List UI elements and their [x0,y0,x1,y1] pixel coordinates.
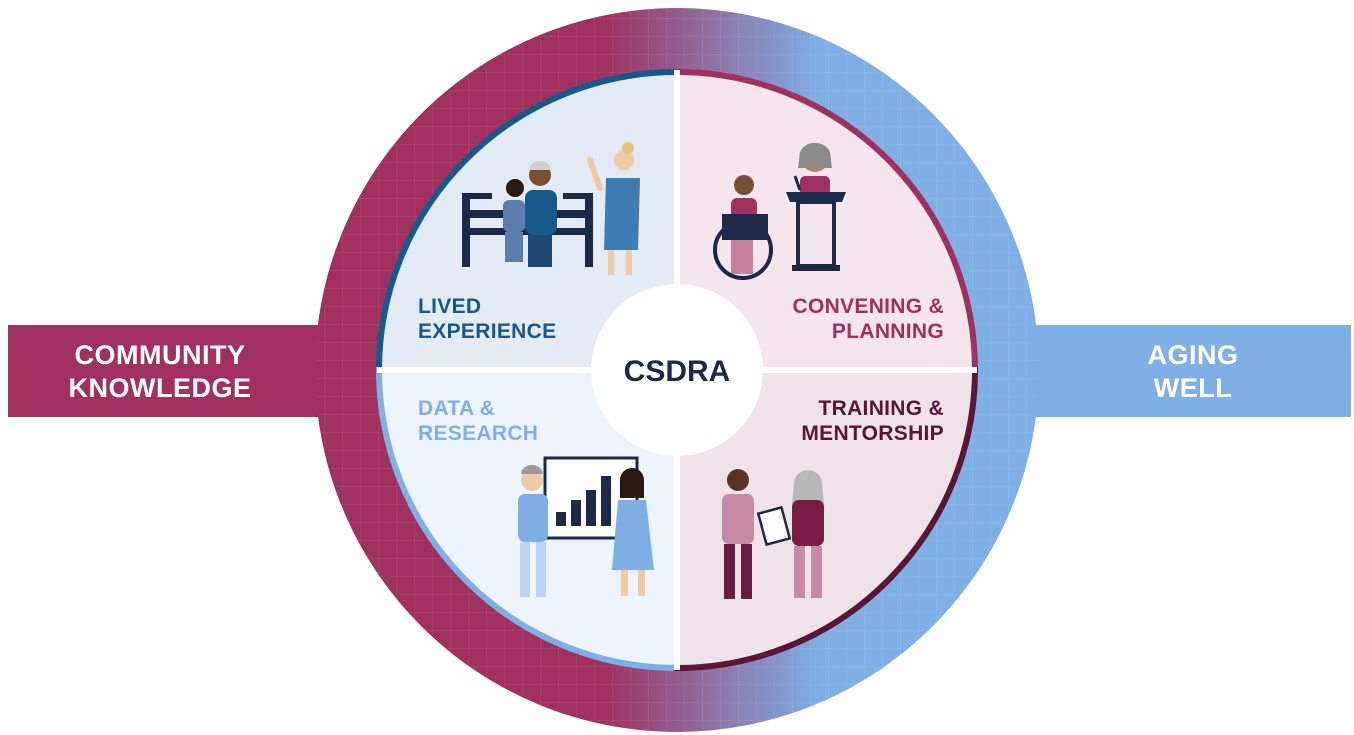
convening-illustration [713,142,846,280]
bench-people-illustration [462,142,640,275]
left-banner-line1: COMMUNITY [75,340,246,370]
data-research-line1: DATA & [418,397,495,420]
training-mentorship-line1: TRAINING & [819,397,945,420]
center-hub [591,284,763,456]
left-banner-line2: KNOWLEDGE [69,373,252,403]
bar-3 [586,490,596,526]
bar-2 [571,500,581,526]
bar-1 [556,512,566,526]
mentorship-illustration [722,469,824,599]
center-label: CSDRA [624,355,731,388]
left-banner [8,325,338,417]
training-mentorship-line2: MENTORSHIP [801,422,944,445]
bar-4 [601,476,611,526]
lived-experience-line2: EXPERIENCE [418,320,556,343]
clipboard-icon [756,505,792,547]
data-board-illustration [518,456,654,597]
lived-experience-line1: LIVED [418,295,481,318]
right-banner-line2: WELL [1154,373,1232,403]
right-banner [1020,325,1351,417]
data-research-line2: RESEARCH [418,422,538,445]
right-banner-line1: AGING [1147,340,1238,370]
convening-planning-line2: PLANNING [832,320,944,343]
convening-planning-line1: CONVENING & [793,295,944,318]
